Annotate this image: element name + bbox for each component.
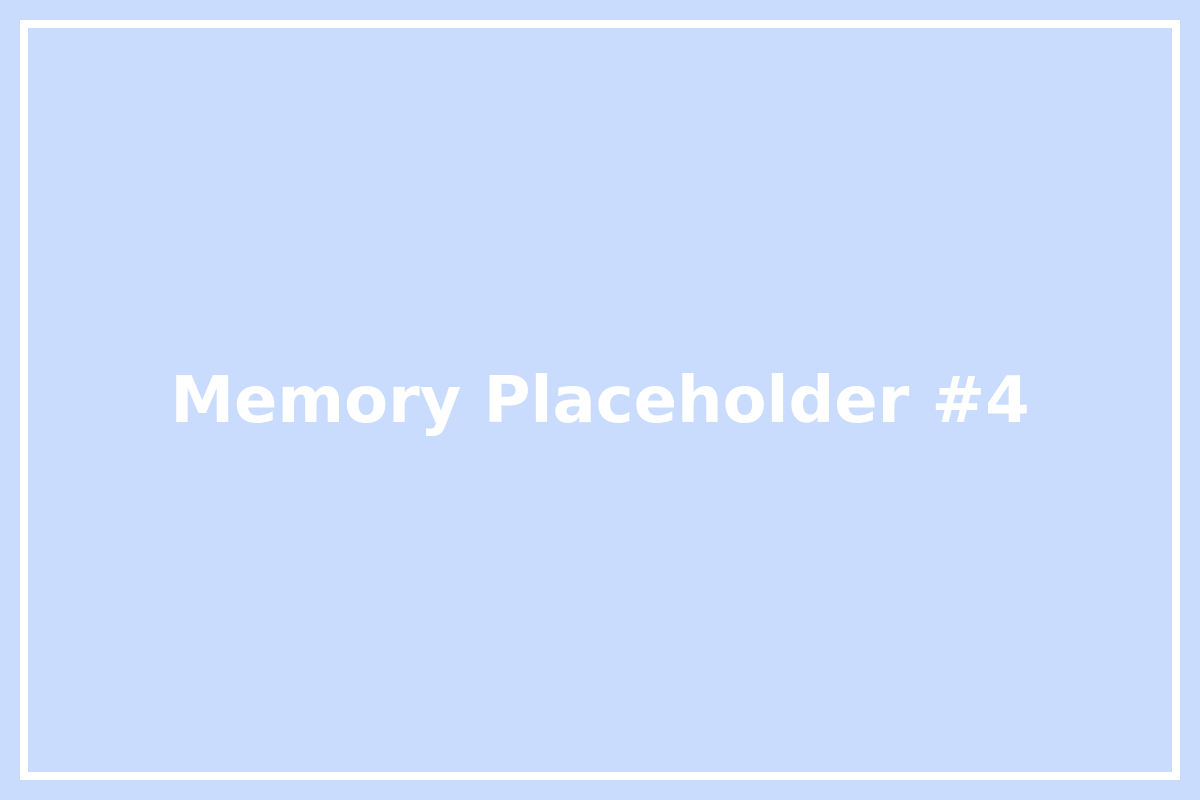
placeholder-frame xyxy=(20,20,1180,780)
placeholder-label: Memory Placeholder #4 xyxy=(170,364,1030,438)
